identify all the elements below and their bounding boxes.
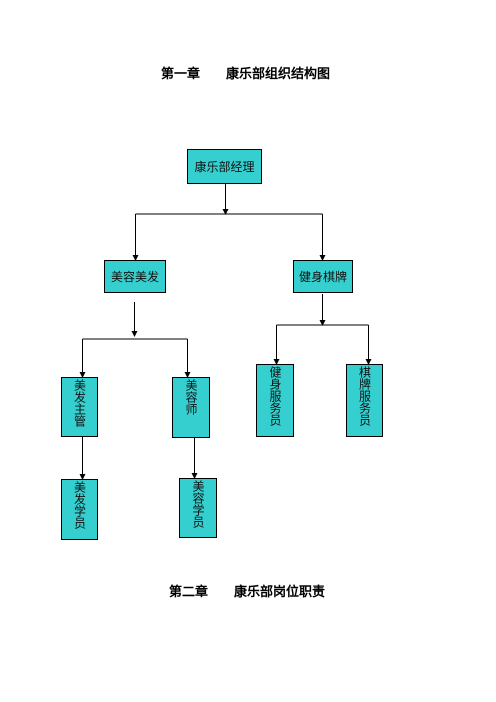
node-chess-attendant-label: 棋牌服务员 — [357, 366, 372, 426]
chapter-1-number: 第一章 — [161, 67, 201, 82]
node-beautician: 美容师 — [172, 377, 210, 438]
node-manager-label: 康乐部经理 — [194, 160, 255, 174]
node-fitness-chess-label: 健身棋牌 — [298, 270, 347, 284]
node-chess-attendant: 棋牌服务员 — [346, 364, 383, 437]
node-beauty-trainee-label: 美容学员 — [191, 480, 205, 528]
node-fitness-attendant: 健身服务员 — [256, 364, 294, 437]
chapter-2-title: 康乐部岗位职责 — [234, 585, 326, 600]
node-beauty-trainee: 美容学员 — [179, 478, 217, 538]
chapter-2-heading: 第二章 康乐部岗位职责 — [169, 581, 325, 600]
chapter-1-heading: 第一章 康乐部组织结构图 — [161, 63, 330, 82]
node-fitness-chess: 健身棋牌 — [293, 260, 353, 293]
node-hair-supervisor: 美发主管 — [61, 377, 98, 437]
node-hair-trainee: 美发学员 — [61, 479, 98, 540]
node-beauty-hair-label: 美容美发 — [110, 270, 159, 284]
node-hair-supervisor-label: 美发主管 — [72, 379, 87, 427]
node-beautician-label: 美容师 — [184, 379, 198, 415]
node-beauty-hair: 美容美发 — [104, 260, 166, 293]
node-manager: 康乐部经理 — [187, 149, 262, 184]
chapter-2-number: 第二章 — [169, 585, 209, 600]
node-hair-trainee-label: 美发学员 — [72, 481, 87, 529]
node-fitness-attendant-label: 健身服务员 — [268, 366, 282, 426]
chapter-1-title: 康乐部组织结构图 — [226, 67, 331, 82]
